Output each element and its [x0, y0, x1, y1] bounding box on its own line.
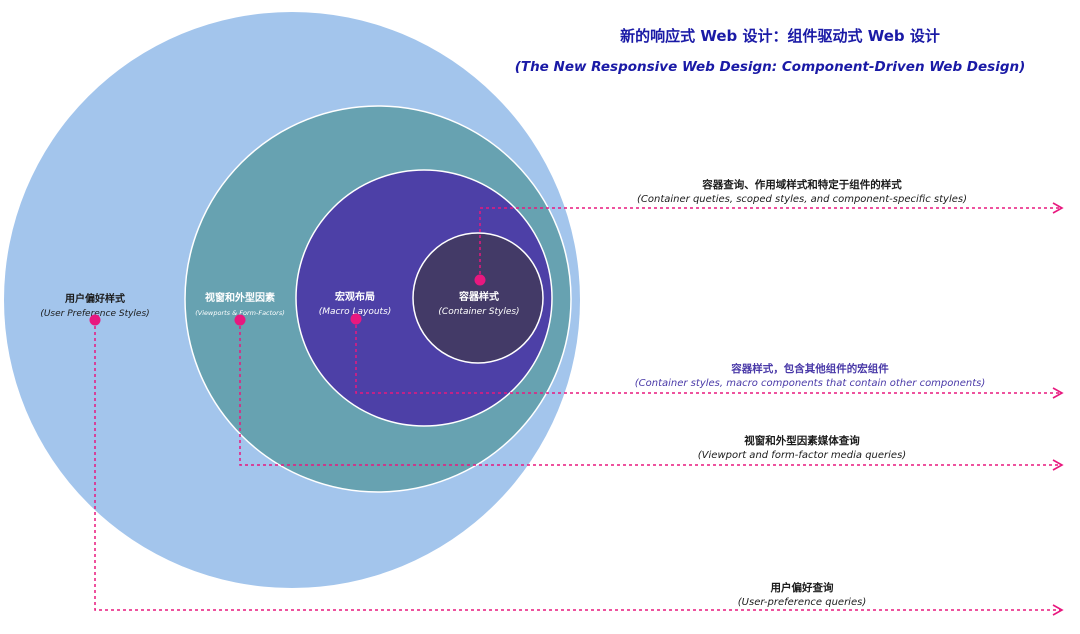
title-chinese: 新的响应式 Web 设计：组件驱动式 Web 设计 [620, 27, 940, 45]
label-user-preference-en: (User Preference Styles) [40, 309, 149, 319]
connector-macro-components [355, 319, 1064, 399]
label-macro-zh: 宏观布局 [335, 290, 375, 303]
connector-user-queries [94, 320, 1064, 616]
label-user-preference-zh: 用户偏好样式 [64, 292, 125, 305]
annotation-viewport-queries-en: (Viewport and form-factor media queries) [698, 450, 906, 461]
label-macro-en: (Macro Layouts) [319, 307, 392, 317]
connector-container-queries [479, 202, 1064, 280]
dot-macro [350, 313, 362, 325]
circle-container-styles [412, 232, 544, 364]
annotation-container-queries-zh: 容器查询、作用域样式和特定于组件的样式 [701, 178, 902, 191]
dot-viewport [234, 314, 246, 326]
dot-container [474, 274, 486, 286]
title-english: (The New Responsive Web Design: Componen… [515, 59, 1026, 75]
annotation-macro-components-en: (Container styles, macro components that… [635, 378, 986, 389]
label-viewport-en: (Viewports & Form-Factors) [195, 309, 285, 317]
label-viewport-zh: 视窗和外型因素 [205, 291, 275, 304]
label-container-zh: 容器样式 [458, 290, 499, 303]
connector-viewport-queries [239, 320, 1064, 471]
annotation-container-queries-en: (Container queties, scoped styles, and c… [637, 194, 967, 205]
label-container-en: (Container Styles) [438, 307, 519, 317]
annotation-user-queries-zh: 用户偏好查询 [770, 581, 834, 594]
annotation-viewport-queries-zh: 视窗和外型因素媒体查询 [744, 434, 860, 447]
dot-user-preference [89, 314, 101, 326]
annotation-user-queries-en: (User-preference queries) [738, 597, 866, 608]
annotation-macro-components-zh: 容器样式，包含其他组件的宏组件 [730, 362, 889, 375]
